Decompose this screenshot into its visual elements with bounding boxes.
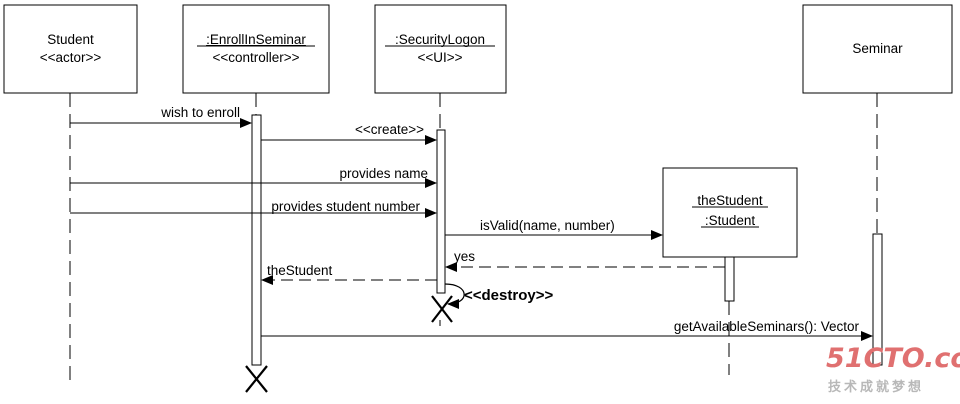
- participant-student: Student <<actor>>: [3, 4, 138, 94]
- watermark-site: 51CTO.com: [826, 343, 960, 374]
- message-get-available-seminars: getAvailableSeminars(): Vector: [261, 319, 873, 341]
- participant-security-name: :SecurityLogon: [395, 32, 485, 47]
- message-provides-name-label: provides name: [339, 166, 428, 181]
- participant-student-stereotype: <<actor>>: [40, 50, 102, 65]
- message-create: <<create>>: [261, 122, 437, 145]
- message-destroy-label: <<destroy>>: [464, 287, 553, 304]
- participant-security-stereotype: <<UI>>: [417, 50, 462, 65]
- message-provides-name: provides name: [70, 166, 437, 188]
- message-destroy: <<destroy>>: [444, 283, 553, 309]
- message-is-valid-label: isValid(name, number): [480, 218, 615, 233]
- message-wish-to-enroll: wish to enroll: [70, 105, 252, 128]
- destroy-mark-enroll: [245, 365, 268, 393]
- participant-the-student: theStudent :Student: [662, 167, 798, 258]
- activation-the-student: [724, 256, 735, 302]
- message-wish-to-enroll-label: wish to enroll: [160, 105, 240, 120]
- participant-seminar-name: Seminar: [852, 41, 903, 56]
- message-the-student: theStudent: [261, 263, 437, 285]
- message-provides-student-number-label: provides student number: [271, 199, 420, 214]
- activation-enroll: [251, 114, 262, 366]
- message-provides-student-number: provides student number: [70, 199, 437, 218]
- participant-enroll-stereotype: <<controller>>: [212, 50, 299, 65]
- participant-student-name: Student: [47, 32, 94, 47]
- message-the-student-label: theStudent: [267, 263, 333, 278]
- participant-the-student-type: :Student: [705, 213, 756, 228]
- participant-enroll-in-seminar: :EnrollInSeminar <<controller>>: [182, 4, 330, 94]
- message-is-valid: isValid(name, number): [445, 218, 663, 240]
- message-yes-label: yes: [454, 249, 475, 264]
- message-get-available-seminars-label: getAvailableSeminars(): Vector: [674, 319, 860, 334]
- participant-security-logon: :SecurityLogon <<UI>>: [374, 4, 507, 94]
- destroy-mark-security: [431, 295, 453, 323]
- participant-seminar: Seminar: [802, 4, 953, 94]
- watermark-logo: 51CTO.com 技术成就梦想: [826, 343, 960, 395]
- message-yes: yes: [445, 249, 725, 272]
- watermark-tagline: 技术成就梦想: [828, 379, 924, 395]
- participant-enroll-name: :EnrollInSeminar: [206, 32, 306, 47]
- message-create-label: <<create>>: [355, 122, 424, 137]
- activation-security: [436, 129, 446, 294]
- participant-the-student-name: theStudent: [697, 193, 763, 208]
- activation-seminar: [872, 233, 883, 366]
